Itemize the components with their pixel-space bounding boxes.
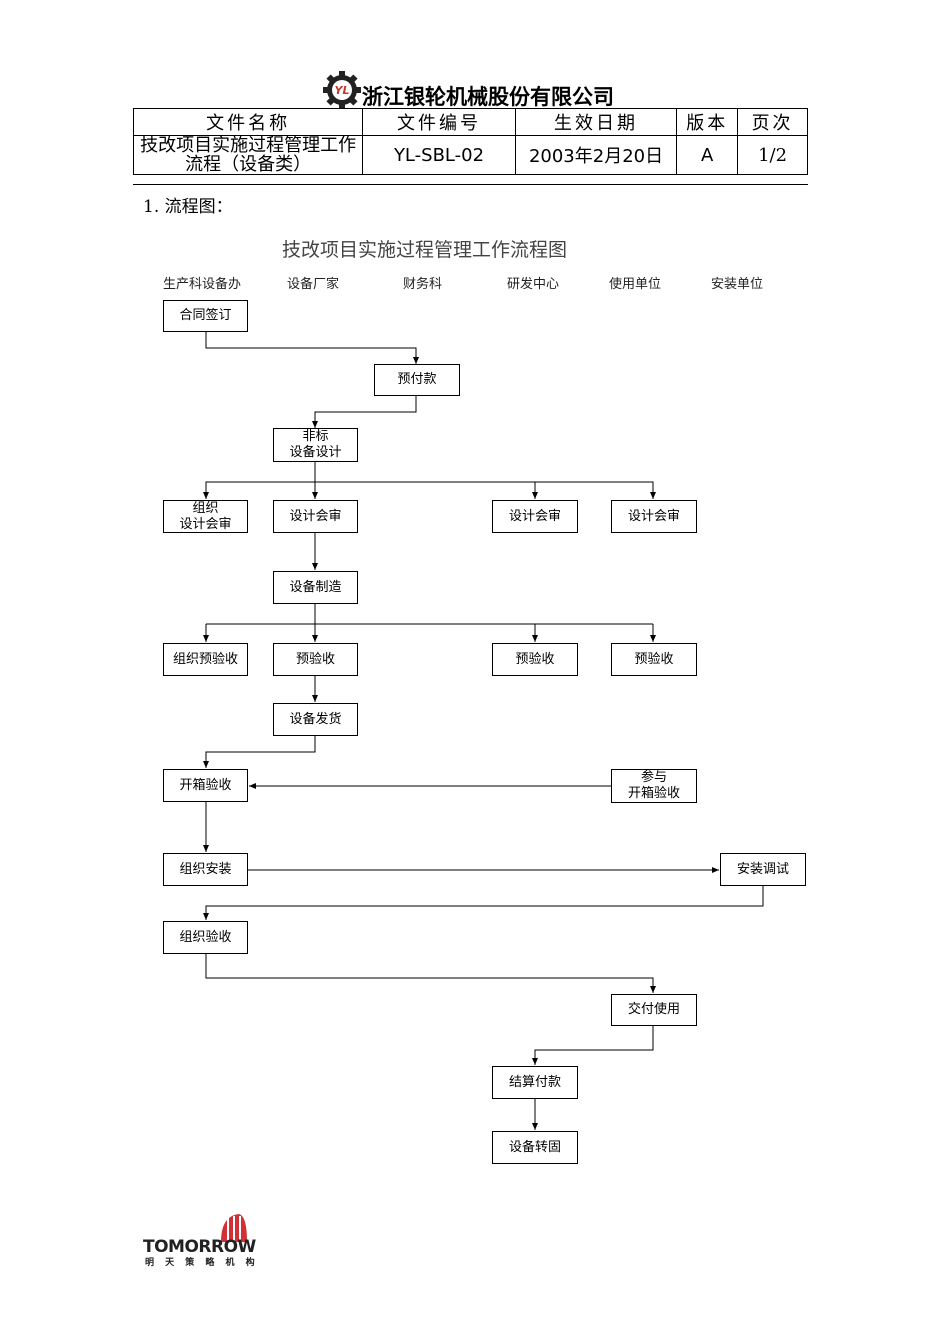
page-value: 1/2 bbox=[737, 135, 808, 175]
node-install-debug: 安装调试 bbox=[720, 853, 806, 886]
doc-number-value: YL-SBL-02 bbox=[362, 135, 516, 175]
version-value: A bbox=[676, 135, 739, 175]
node-organize-installation: 组织安装 bbox=[163, 853, 248, 886]
svg-text:明 天 策 略 机 构: 明 天 策 略 机 构 bbox=[145, 1256, 259, 1268]
node-design-review-user: 设计会审 bbox=[611, 500, 697, 533]
node-prepayment: 预付款 bbox=[374, 364, 460, 396]
edge-deliver-settle bbox=[532, 1026, 654, 1065]
svg-text:TOMORROW: TOMORROW bbox=[143, 1237, 257, 1257]
node-precheck-vendor: 预验收 bbox=[273, 643, 358, 676]
node-asset-transfer: 设备转固 bbox=[492, 1131, 578, 1164]
lane-finance: 财务科 bbox=[403, 277, 443, 292]
node-design-review-vendor: 设计会审 bbox=[273, 500, 358, 533]
company-header: YL 浙江银轮机械股份有限公司 bbox=[322, 66, 614, 110]
node-nonstandard-design: 非标 设备设计 bbox=[273, 428, 358, 462]
company-name: 浙江银轮机械股份有限公司 bbox=[362, 85, 614, 109]
edge-manufacture-branch bbox=[206, 604, 653, 625]
node-design-review-rd: 设计会审 bbox=[492, 500, 578, 533]
lane-installer: 安装单位 bbox=[711, 277, 764, 292]
node-precheck-rd: 预验收 bbox=[492, 643, 578, 676]
svg-text:YL: YL bbox=[335, 84, 350, 97]
node-join-unboxing: 参与 开箱验收 bbox=[611, 769, 697, 803]
tomorrow-logo: TOMORROW 明 天 策 略 机 构 bbox=[143, 1214, 259, 1268]
node-organize-acceptance: 组织验收 bbox=[163, 921, 248, 954]
col-label-doc-name: 文件名称 bbox=[132, 108, 364, 136]
doc-name-value: 技改项目实施过程管理工作流程（设备类） bbox=[132, 135, 364, 175]
node-organize-design-review: 组织 设计会审 bbox=[163, 500, 248, 533]
col-label-version: 版本 bbox=[676, 108, 739, 136]
node-contract-signing: 合同签订 bbox=[163, 300, 248, 332]
lane-rd: 研发中心 bbox=[507, 277, 560, 292]
lane-production: 生产科设备办 bbox=[163, 277, 242, 292]
edge-ship-unbox bbox=[203, 736, 316, 768]
edge-prepay-design bbox=[312, 396, 417, 428]
node-shipping: 设备发货 bbox=[273, 703, 358, 736]
node-deliver-use: 交付使用 bbox=[611, 994, 697, 1026]
logo-tower-icon bbox=[221, 1214, 247, 1242]
node-settle-payment: 结算付款 bbox=[492, 1066, 578, 1099]
edge-contract-prepay bbox=[205, 332, 419, 364]
header-divider bbox=[133, 184, 808, 185]
node-precheck-user: 预验收 bbox=[611, 643, 697, 676]
lane-user: 使用单位 bbox=[609, 277, 662, 292]
node-organize-precheck: 组织预验收 bbox=[163, 643, 248, 676]
flowchart-title: 技改项目实施过程管理工作流程图 bbox=[282, 239, 568, 261]
document-info-table: 文件名称 文件编号 生效日期 版本 页次 技改项目实施过程管理工作流程（设备类）… bbox=[132, 108, 808, 175]
node-manufacturing: 设备制造 bbox=[273, 571, 358, 604]
edge-design-branch bbox=[205, 462, 654, 498]
company-logo-icon: YL bbox=[323, 71, 361, 109]
edge-test-accept bbox=[203, 886, 764, 920]
section-title: 1. 流程图： bbox=[143, 197, 233, 217]
edge-accept-deliver bbox=[205, 954, 656, 993]
lane-vendor: 设备厂家 bbox=[287, 277, 340, 292]
node-unboxing-inspection: 开箱验收 bbox=[163, 769, 248, 802]
